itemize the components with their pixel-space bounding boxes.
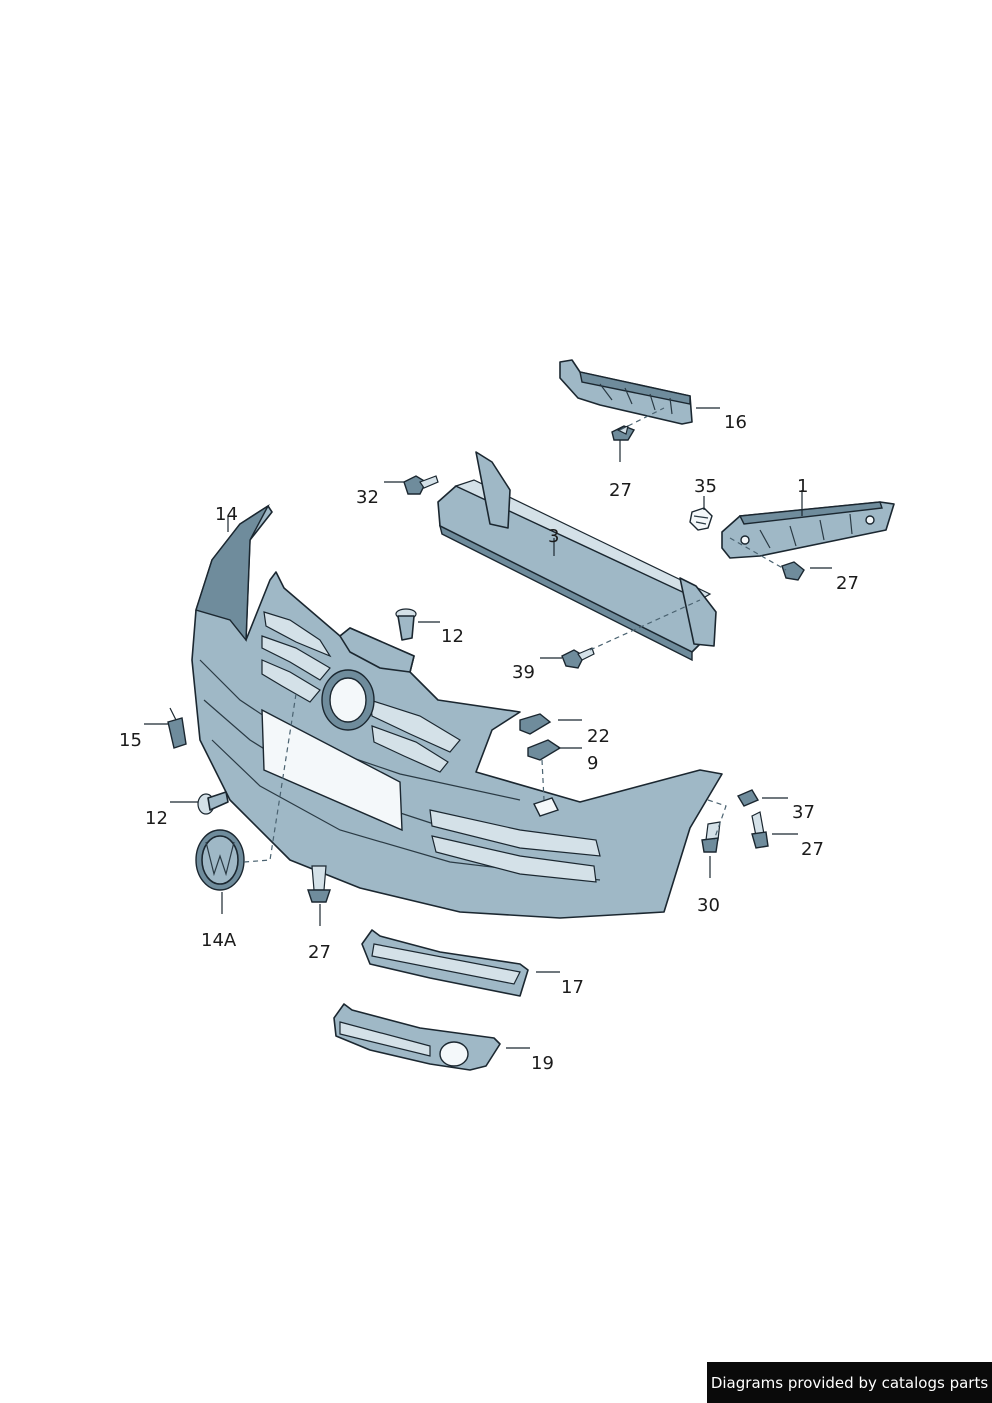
callout-14: 14	[215, 504, 238, 525]
callout-15: 15	[119, 730, 142, 751]
part-27-screw-bottom	[307, 865, 331, 903]
part-19-grille	[333, 1003, 501, 1071]
callout-14A: 14A	[201, 930, 237, 951]
callout-3: 3	[548, 526, 559, 547]
callout-16: 16	[724, 412, 747, 433]
callout-35: 35	[694, 476, 717, 497]
callout-22: 22	[587, 726, 610, 747]
part-9-mount	[533, 797, 559, 817]
part-22-cap	[519, 713, 552, 735]
part-9-cap	[527, 739, 562, 761]
part-14-bumper-cover	[191, 503, 723, 919]
callout-27-right: 27	[801, 839, 824, 860]
part-3-impact-beam	[437, 451, 717, 662]
part-30-clip	[701, 821, 721, 853]
callout-12-upper: 12	[441, 626, 464, 647]
part-37-clip	[736, 789, 760, 807]
callout-32: 32	[356, 487, 379, 508]
callout-1: 1	[797, 476, 808, 497]
credit-banner: Diagrams provided by catalogs parts	[707, 1362, 992, 1403]
callout-12-lower: 12	[145, 808, 168, 829]
callout-27-bracket: 27	[836, 573, 859, 594]
callout-27-top: 27	[609, 480, 632, 501]
part-16-upper-bracket	[559, 359, 693, 425]
part-32-bolt	[403, 475, 439, 495]
part-15-sensor	[167, 707, 187, 749]
callout-39: 39	[512, 662, 535, 683]
part-35-clip	[689, 507, 713, 531]
callout-37: 37	[792, 802, 815, 823]
callout-19: 19	[531, 1053, 554, 1074]
callout-9: 9	[587, 753, 598, 774]
part-27-screw-top	[611, 425, 636, 441]
part-12-rivet-upper	[395, 608, 417, 641]
part-27-screw-bracket	[781, 561, 805, 581]
callout-30: 30	[697, 895, 720, 916]
part-17-grille	[361, 929, 529, 997]
callout-27-bottom: 27	[308, 942, 331, 963]
callout-17: 17	[561, 977, 584, 998]
part-14A-emblem	[195, 829, 245, 891]
part-1-side-bracket	[721, 501, 895, 559]
part-12-rivet-lower	[197, 791, 229, 815]
part-39-screw	[561, 647, 595, 669]
part-27-screw-right	[751, 811, 769, 849]
